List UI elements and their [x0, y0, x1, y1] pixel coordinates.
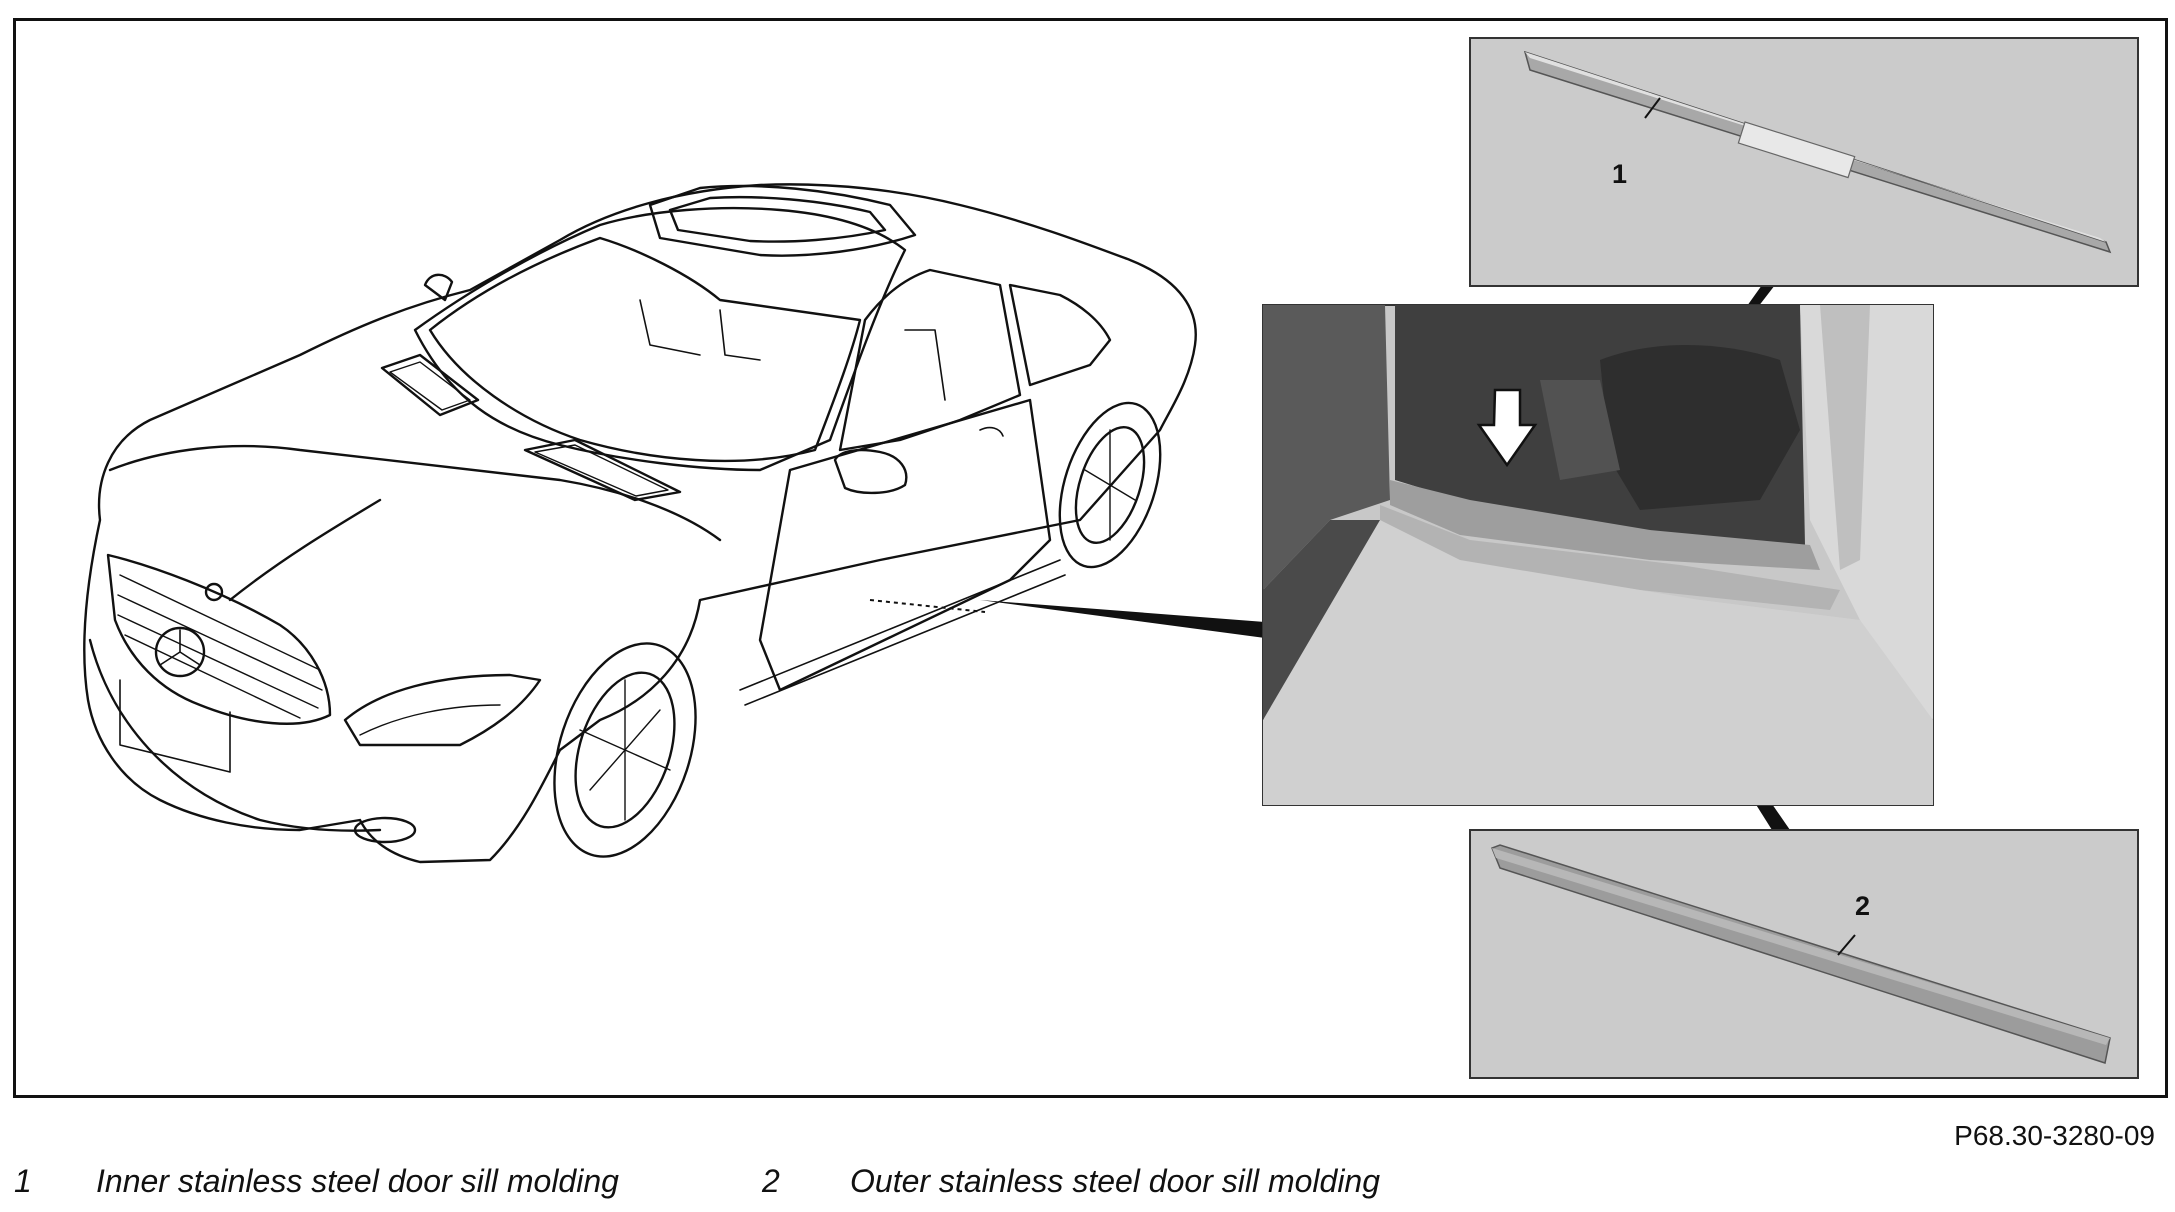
legend-text-2: Outer stainless steel door sill molding	[850, 1163, 1381, 1199]
callout-2: 2	[1855, 891, 1870, 921]
sill-indicator-lines	[869, 599, 986, 613]
svg-text:2: 2	[1855, 891, 1870, 921]
legend: 1 Inner stainless steel door sill moldin…	[0, 1163, 2175, 1208]
legend-number-2: 2	[762, 1163, 780, 1199]
outer-molding-inset	[1469, 829, 2139, 1079]
svg-text:1: 1	[1612, 159, 1627, 189]
legend-number-1: 1	[14, 1163, 32, 1199]
inner-molding-inset	[1469, 37, 2139, 287]
door-opening-photo	[1262, 304, 1934, 806]
legend-text-1: Inner stainless steel door sill molding	[96, 1163, 619, 1199]
figure-reference-code: P68.30-3280-09	[1954, 1120, 2155, 1151]
car-line-drawing	[83, 183, 1197, 864]
callout-1: 1	[1612, 159, 1627, 189]
